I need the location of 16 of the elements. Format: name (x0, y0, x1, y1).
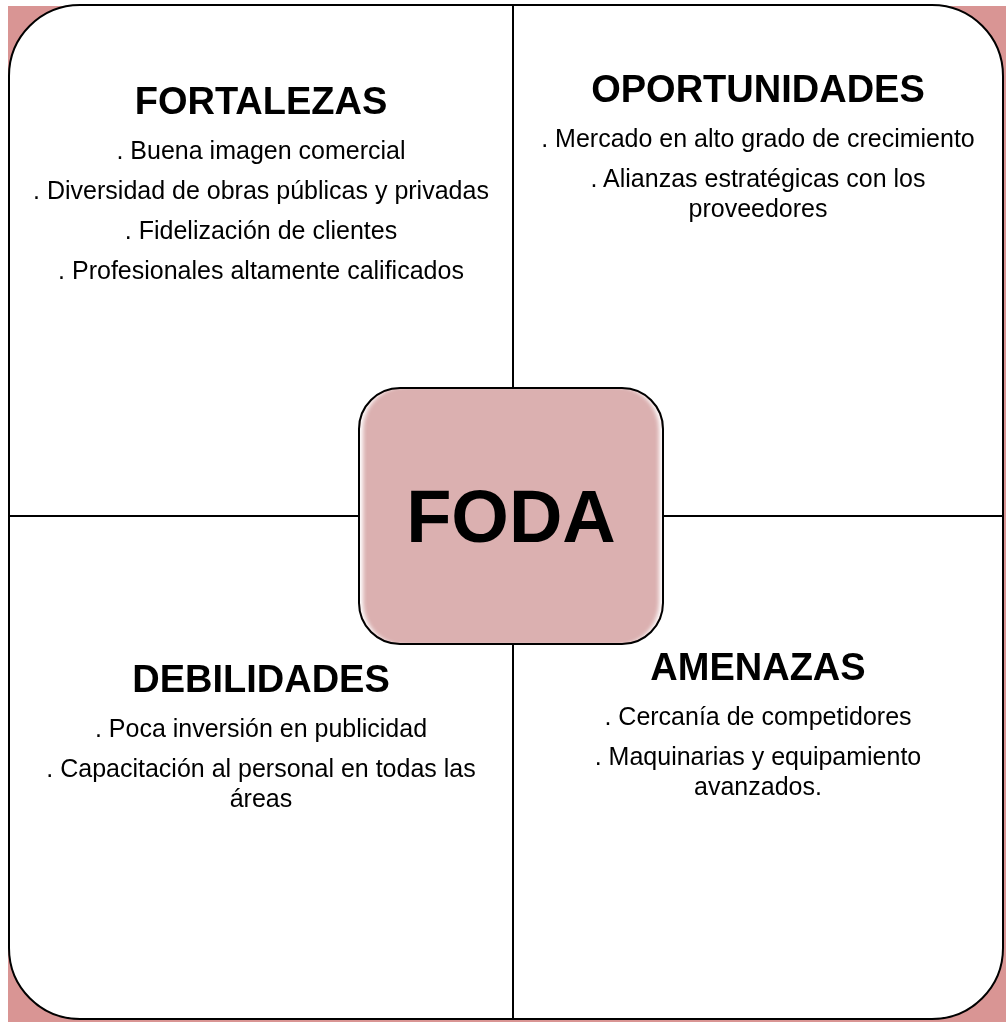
list-item: . Alianzas estratégicas con los proveedores (589, 163, 927, 223)
list-item: . Fidelización de clientes (124, 215, 398, 245)
list-item: . Maquinarias y equipamiento avanzados. (593, 741, 923, 801)
list-item: . Diversidad de obras públicas y privadas (33, 175, 489, 205)
quadrant-heading: DEBILIDADES (132, 657, 390, 701)
center-box (358, 387, 664, 645)
list-item: . Profesionales altamente calificados (58, 255, 464, 285)
list-item: . Cercanía de competidores (604, 701, 912, 731)
list-item: . Mercado en alto grado de crecimiento (541, 123, 975, 153)
quadrant-heading: AMENAZAS (650, 645, 866, 689)
quadrant-heading: OPORTUNIDADES (591, 67, 925, 111)
list-item: . Poca inversión en publicidad (94, 713, 428, 743)
list-item: . Capacitación al personal en todas las áreas (45, 753, 477, 813)
quadrant-heading: FORTALEZAS (134, 79, 388, 123)
list-item: . Buena imagen comercial (116, 135, 406, 165)
center-title: FODA (406, 473, 616, 559)
